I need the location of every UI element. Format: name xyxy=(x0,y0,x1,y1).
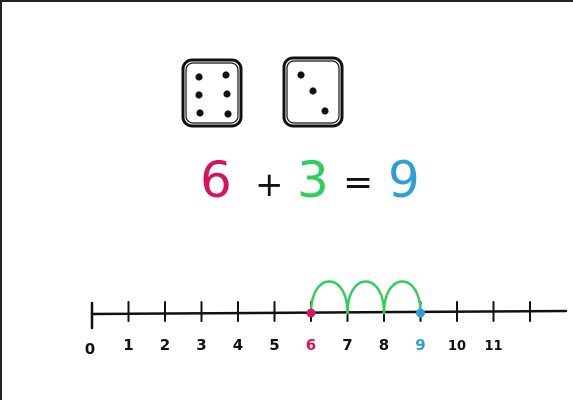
end-marker xyxy=(416,308,425,318)
tick-label: 7 xyxy=(342,336,352,354)
tick-label: 1 xyxy=(123,336,133,354)
die-pip xyxy=(195,73,203,81)
equals-sign: = xyxy=(343,162,373,203)
die-pip xyxy=(223,90,231,98)
tick-label: 4 xyxy=(233,336,243,354)
hop-arc xyxy=(346,280,386,315)
tick-label: 0 xyxy=(85,340,95,358)
die-pip xyxy=(195,91,203,99)
tick-label: 3 xyxy=(196,336,206,354)
die-pip xyxy=(321,107,329,115)
number-line-tick-labels: 0 1 2 3 4 5 6 7 8 9 10 11 xyxy=(85,336,503,358)
tick-label: 11 xyxy=(484,339,502,354)
start-marker xyxy=(306,308,316,318)
die-pip xyxy=(196,109,204,117)
tick-label: 6 xyxy=(306,336,316,354)
die-pip xyxy=(309,87,317,95)
die-six xyxy=(181,58,243,128)
number-line-axis xyxy=(90,309,568,316)
tick-label: 9 xyxy=(415,336,425,354)
number-line: 0 1 2 3 4 5 6 7 8 9 10 11 xyxy=(85,280,568,358)
plus-sign: + xyxy=(255,165,284,205)
tick-label: 2 xyxy=(160,336,170,354)
hop-arc xyxy=(309,280,349,315)
tick-label: 10 xyxy=(448,339,466,354)
die-pip xyxy=(222,71,230,79)
tick-label: 5 xyxy=(269,336,279,354)
die-three xyxy=(282,56,344,128)
tick-label: 8 xyxy=(379,336,389,354)
addend-b: 3 xyxy=(297,151,329,209)
sum: 9 xyxy=(388,151,420,209)
hop-arc xyxy=(382,280,422,315)
die-pip xyxy=(224,110,232,118)
addend-a: 6 xyxy=(200,151,232,209)
equation: 6 + 3 = 9 xyxy=(200,151,420,209)
hop-arcs xyxy=(309,280,422,315)
number-line-markers xyxy=(306,308,425,318)
die-pip xyxy=(297,71,305,79)
